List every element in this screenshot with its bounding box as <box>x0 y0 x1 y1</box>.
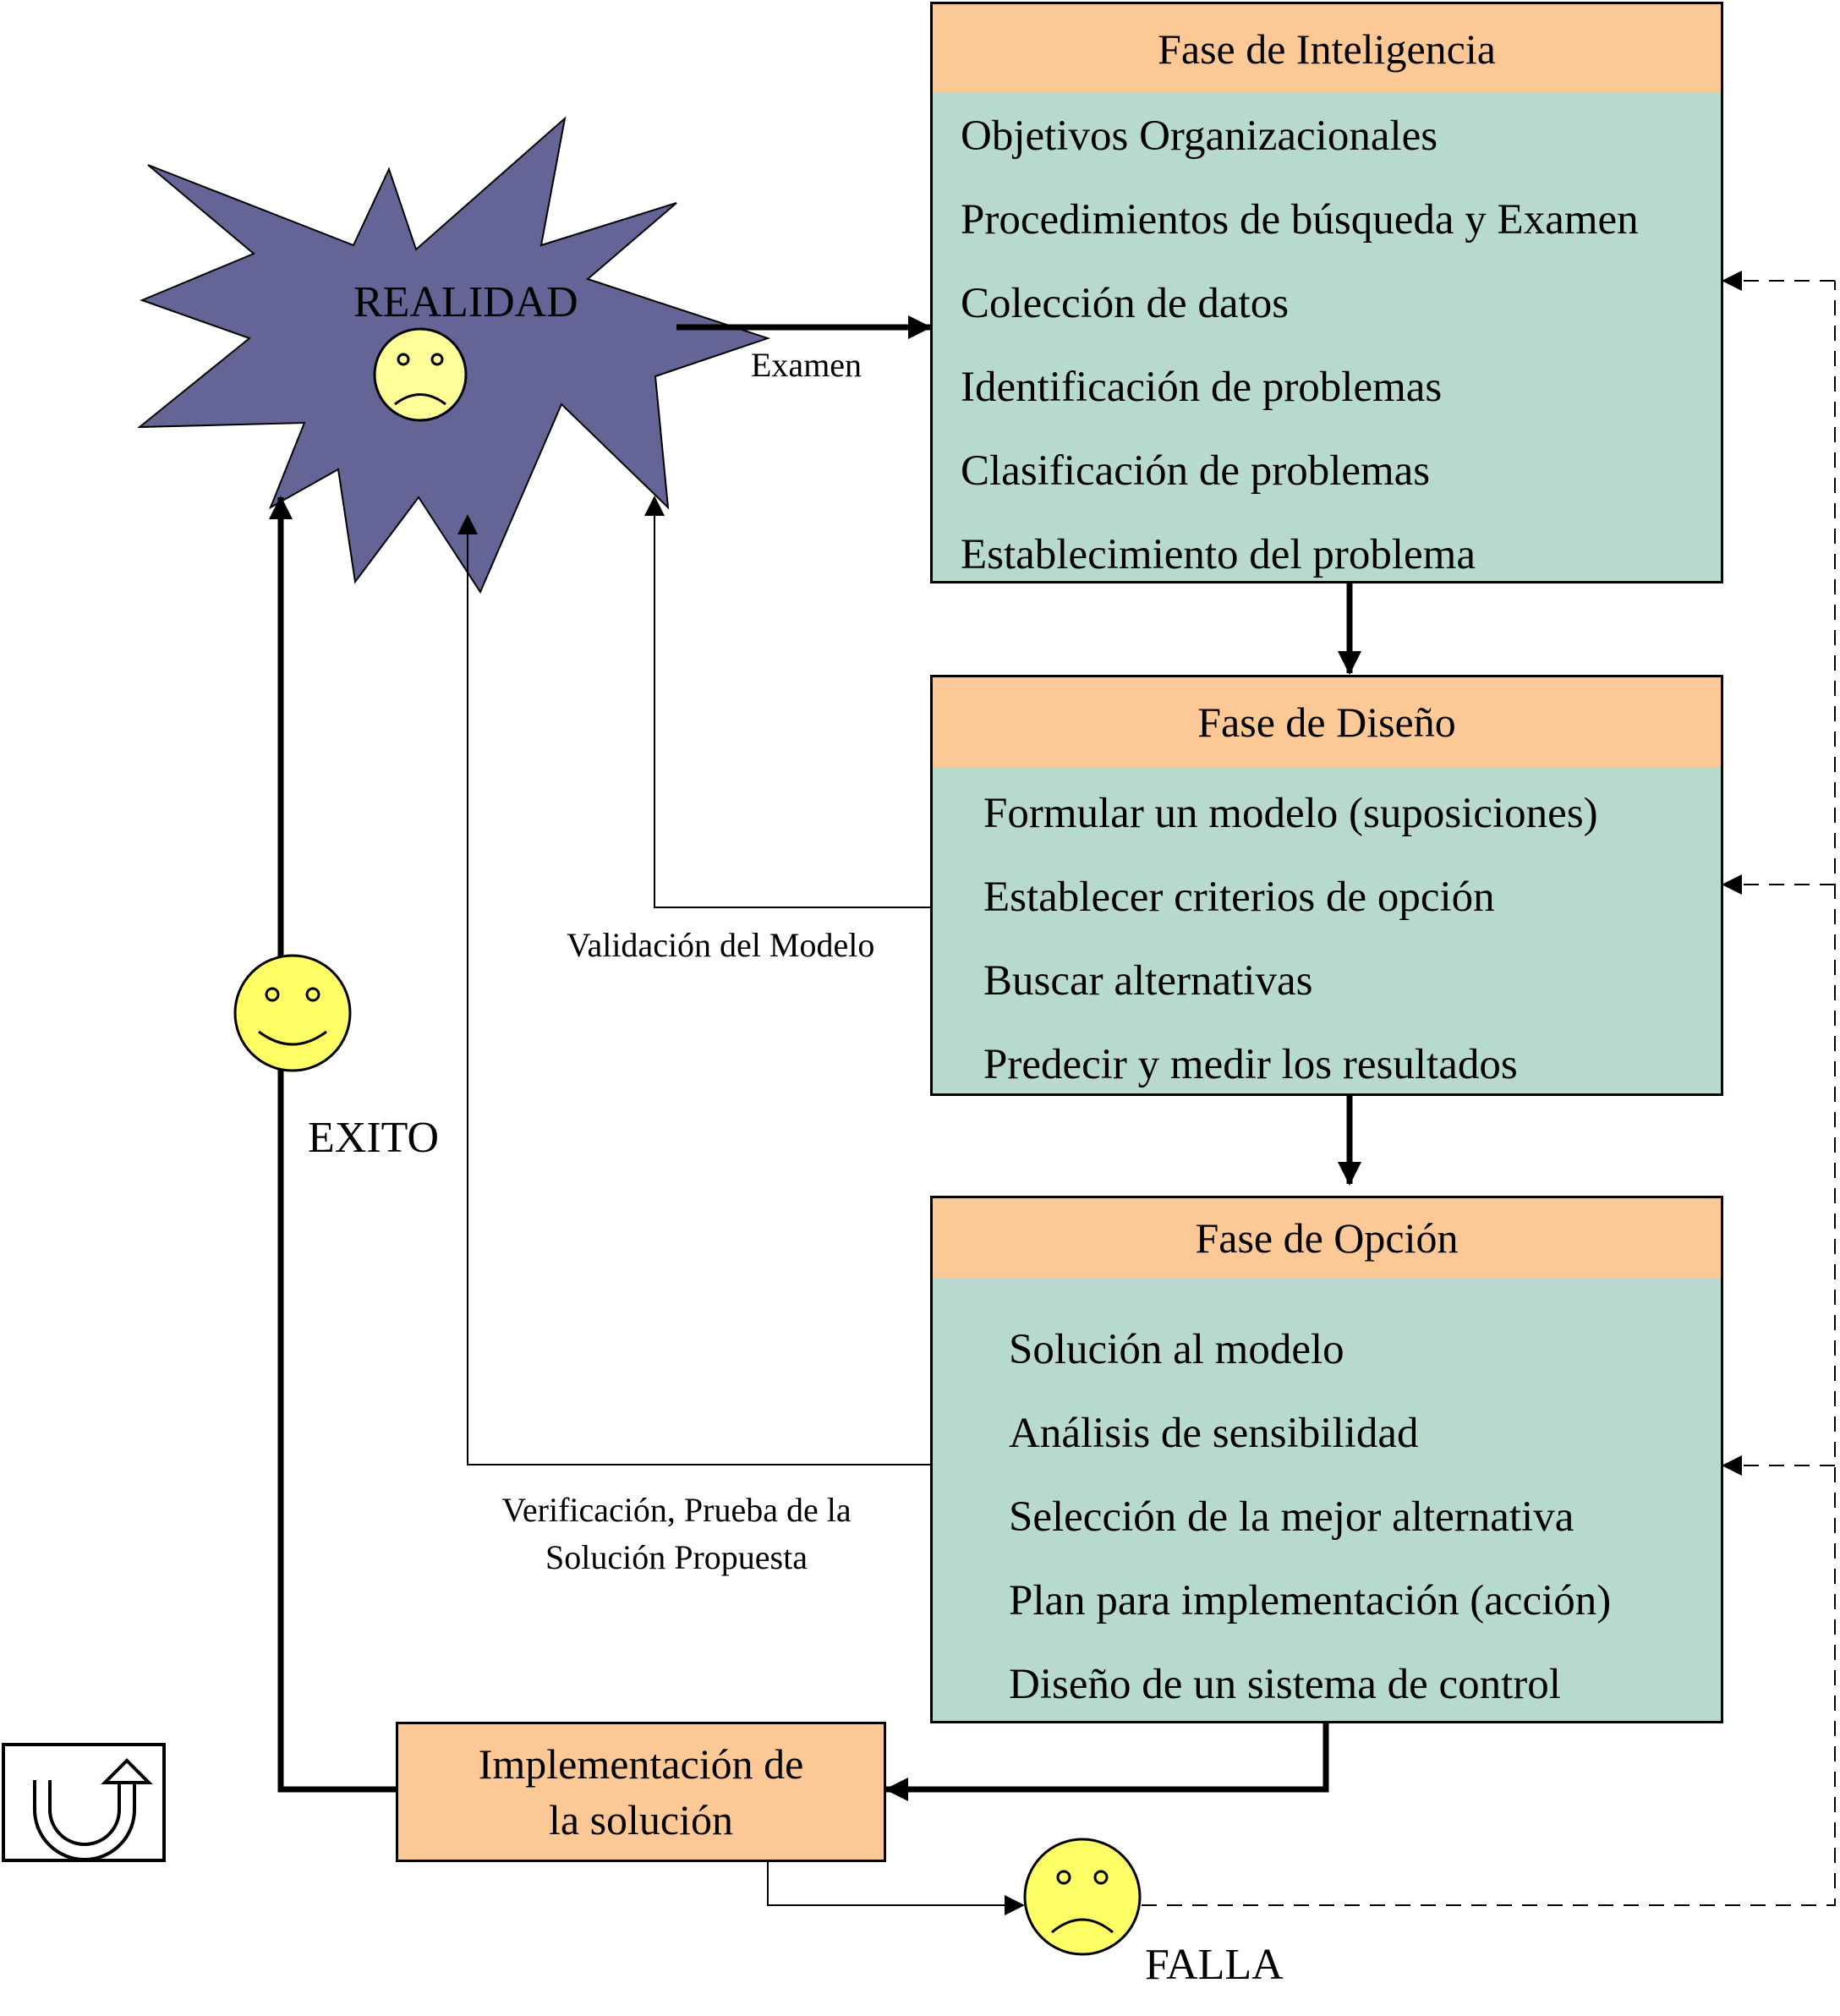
opcion-to-implementation-arrow <box>884 1722 1329 1801</box>
list-item: Establecimiento del problema <box>961 531 1476 578</box>
phase-opcion-body: Solución al modelo Análisis de sensibili… <box>930 1278 1723 1723</box>
sad-face-icon <box>373 327 468 422</box>
phase-inteligencia-header: Fase de Inteligencia <box>930 2 1723 96</box>
exito-arrow <box>269 496 396 1793</box>
list-item: Formular un modelo (suposiciones) <box>983 790 1598 837</box>
falla-feedback-line <box>1142 281 1836 1906</box>
implementation-line2: la solución <box>548 1796 734 1843</box>
verificacion-label-line1: Verificación, Prueba de la <box>501 1491 852 1529</box>
phase-diseno-title: Fase de Diseño <box>1197 698 1456 746</box>
validacion-label: Validación del Modelo <box>567 926 875 964</box>
list-item: Identificación de problemas <box>961 364 1443 411</box>
falla-label: FALLA <box>1145 1941 1284 1989</box>
reality-label: REALIDAD <box>353 278 578 326</box>
examen-label: Examen <box>751 346 862 384</box>
u-turn-icon <box>2 1743 166 1862</box>
list-item: Diseño de un sistema de control <box>1009 1661 1561 1708</box>
list-item: Buscar alternativas <box>983 957 1313 1005</box>
list-item: Solución al modelo <box>1009 1326 1344 1373</box>
exito-label: EXITO <box>308 1114 440 1162</box>
list-item: Establecer criterios de opción <box>983 874 1495 921</box>
list-item: Predecir y medir los resultados <box>983 1041 1518 1088</box>
validacion-arrow <box>644 496 930 908</box>
phase-opcion-title: Fase de Opción <box>1195 1214 1459 1262</box>
list-item: Análisis de sensibilidad <box>1009 1410 1419 1457</box>
list-item: Plan para implementación (acción) <box>1009 1577 1612 1624</box>
verificacion-label: Verificación, Prueba de la Solución Prop… <box>457 1487 896 1581</box>
list-item: Procedimientos de búsqueda y Examen <box>961 196 1639 244</box>
phase-diseno-body: Formular un modelo (suposiciones) Establ… <box>930 767 1723 1096</box>
list-item: Clasificación de problemas <box>961 447 1431 495</box>
phase-opcion-header: Fase de Opción <box>930 1196 1723 1280</box>
phase-diseno-header: Fase de Diseño <box>930 675 1723 770</box>
list-item: Colección de datos <box>961 280 1290 327</box>
falla-sad-face-icon <box>1023 1838 1142 1956</box>
verificacion-label-line2: Solución Propuesta <box>545 1538 808 1576</box>
phase-inteligencia-title: Fase de Inteligencia <box>1158 25 1496 73</box>
happy-face-icon <box>233 954 352 1072</box>
list-item: Objetivos Organizacionales <box>961 112 1438 160</box>
implementation-to-falla-arrow <box>767 1859 1025 1915</box>
phase-inteligencia-body: Objetivos Organizacionales Procedimiento… <box>930 93 1723 583</box>
verificacion-arrow <box>457 514 930 1465</box>
implementation-box: Implementación de la solución <box>396 1722 886 1862</box>
implementation-line1: Implementación de <box>478 1740 804 1788</box>
list-item: Selección de la mejor alternativa <box>1009 1493 1574 1541</box>
